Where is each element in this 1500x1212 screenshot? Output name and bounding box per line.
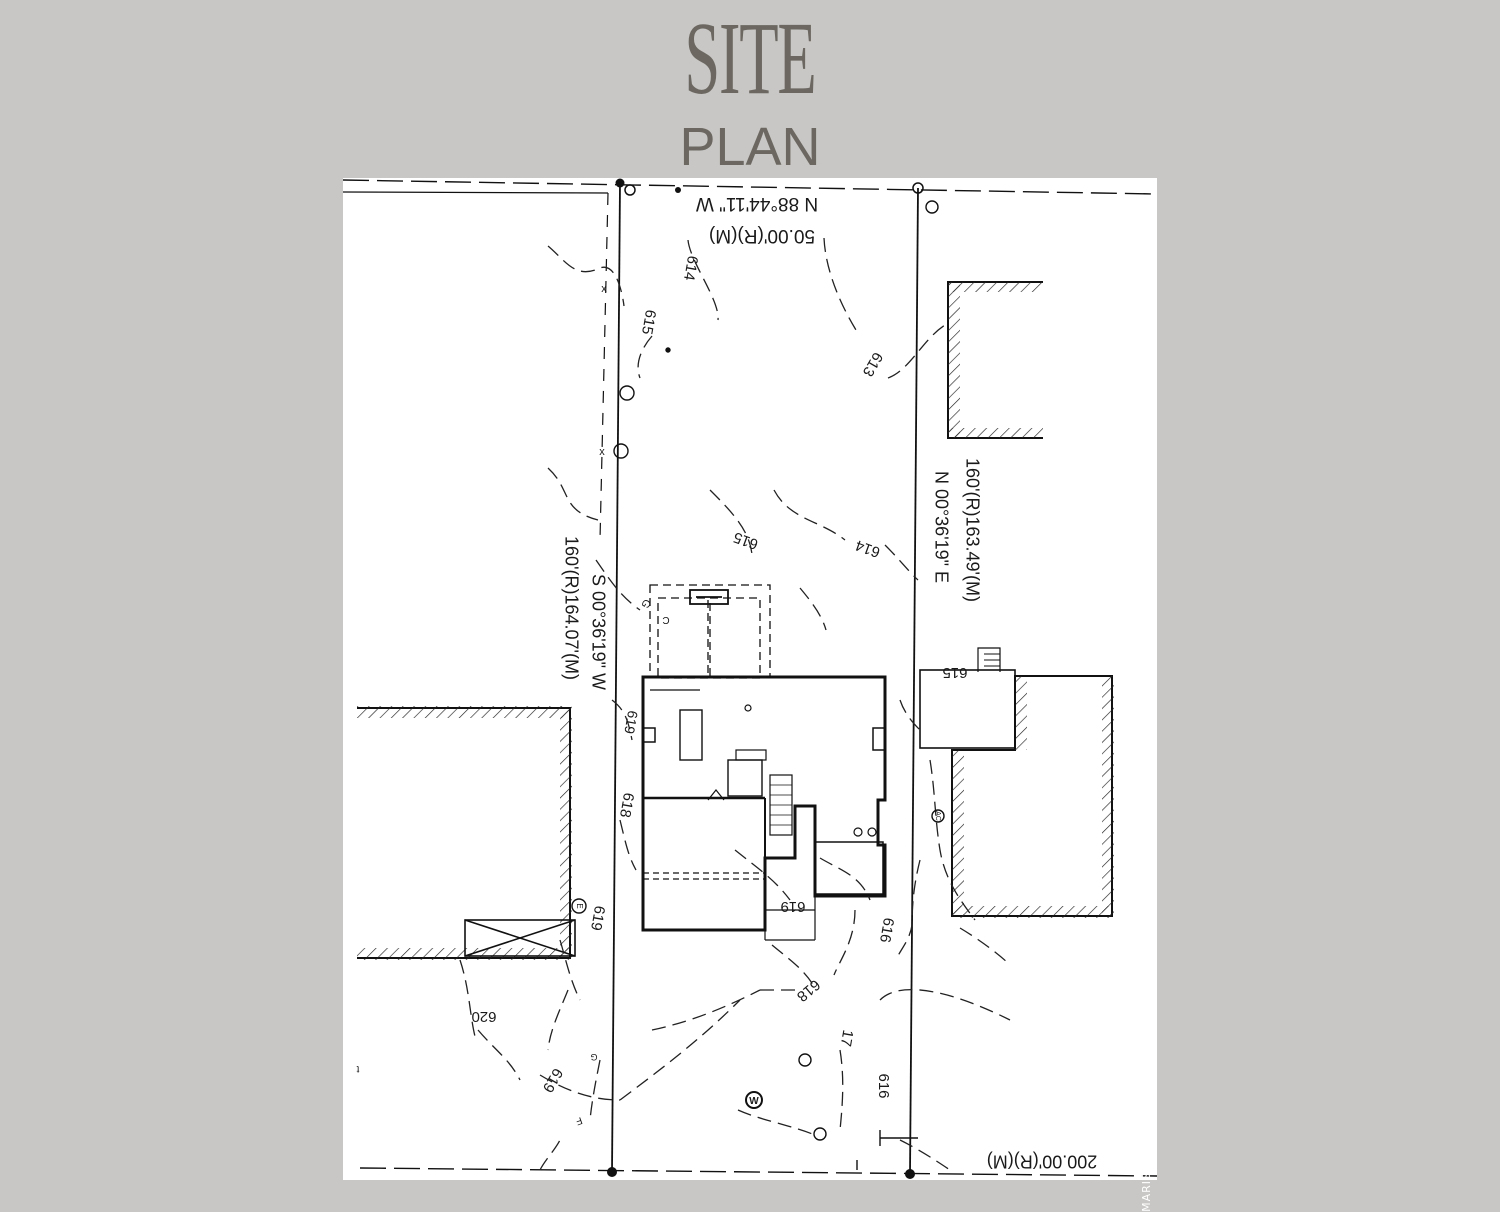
title-plan: PLAN [679,117,821,177]
site-plan-svg: N 88°44'11" W 50.00'(R)(M) 160'(R)164.07… [343,178,1157,1179]
neighbor-shed [464,919,576,957]
fence-x-mark: x [599,446,605,458]
neighbor-building-right-top [947,281,1043,439]
contour-label: 619 [587,904,608,932]
contour-label: 618 [793,976,823,1005]
contour-label: 615 [638,308,659,336]
site-plan-drawing: N 88°44'11" W 50.00'(R)(M) 160'(R)164.07… [343,178,1157,1212]
tick-mark: t [356,1063,359,1074]
contour-label: 616 [876,916,897,944]
contour-label: 616 [875,1073,892,1098]
cleanout-mark: C [662,614,669,625]
gas-mark: G [638,597,653,610]
fire-hydrant-mark: F [574,1114,584,1126]
left-length-label: 160'(R)164.07'(M) [561,536,581,680]
right-bearing-label: N 00°36'19" E [931,471,951,583]
contour-label: 614 [680,254,701,282]
neighbor-porch-right [919,647,1016,749]
map-symbols: x x G C AC G F E W t [356,283,941,1127]
contour-label: 619 [780,898,805,915]
neighbor-building-left [357,706,572,960]
bottom-distance-label: 200.00'(R)(M) [987,1151,1097,1171]
fence-x-mark: x [601,283,607,295]
title-site: SITE [684,1,816,116]
electric-mark: E [575,903,584,908]
garage-vent [689,589,729,605]
contour-label: 613 [859,349,886,379]
water-meter-mark: W [749,1096,759,1107]
contour-label: 615 [731,528,760,553]
watermark: MARIS [1140,1172,1153,1212]
contour-label: 619 [621,709,641,735]
corner-markers [607,178,924,1179]
ac-unit-mark: AC [934,811,941,821]
site-points [571,200,945,1170]
contour-label: 17 [837,1028,857,1047]
survey-annotations: N 88°44'11" W 50.00'(R)(M) 160'(R)164.07… [561,193,1097,1171]
contour-lines [459,237,1011,1171]
gas-mark: G [590,1052,597,1062]
contour-label: 619 [539,1065,566,1095]
contour-label: 618 [616,791,637,819]
neighbor-building-right-bottom [951,675,1114,918]
top-distance-label: 50.00'(R)(M) [709,225,815,246]
contour-label: 614 [853,536,882,561]
garage-outline-dashed [649,584,771,679]
left-bearing-label: S 00°36'19" W [588,574,608,690]
house-footprint [641,675,887,941]
top-bearing-label: N 88°44'11" W [696,193,818,214]
contour-label: 620 [471,1008,496,1025]
right-length-label: 160'(R)163.49'(M) [962,458,982,602]
contour-label: 615 [942,664,967,681]
property-boundary [343,179,1157,1177]
